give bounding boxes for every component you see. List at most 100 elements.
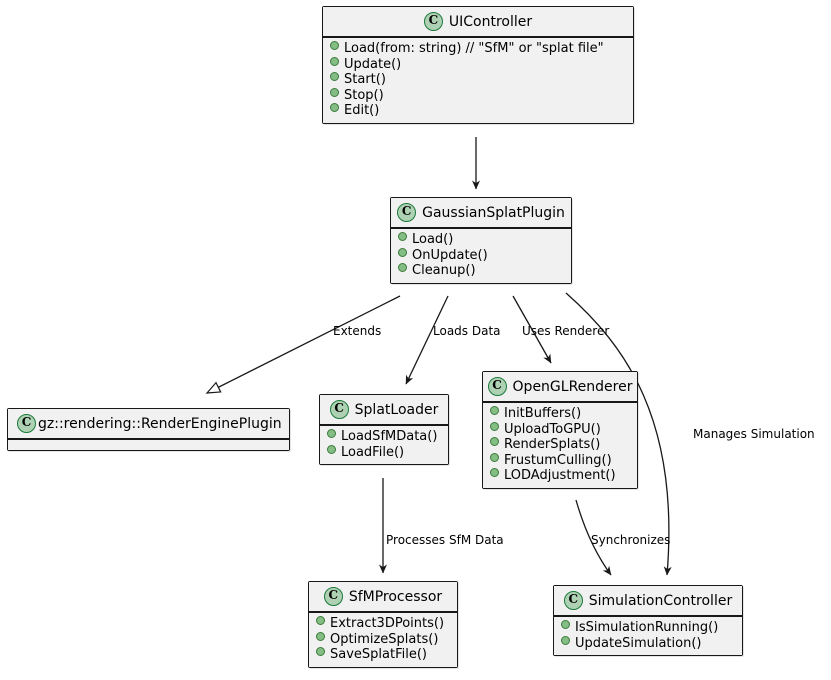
public-member-bullet-icon [398, 232, 407, 241]
class-icon: C [17, 414, 36, 433]
class-member: Cleanup() [398, 263, 565, 279]
class-title: GaussianSplatPlugin [422, 204, 565, 221]
class-member: InitBuffers() [490, 406, 631, 422]
public-member-bullet-icon [330, 87, 339, 97]
class-members-sfmprocessor: Extract3DPoints() OptimizeSplats() SaveS… [309, 612, 457, 667]
public-member-bullet-icon [316, 647, 325, 656]
edge-gaussiansplatplugin-to-splatloader [405, 295, 449, 385]
class-box-splatloader[interactable]: C SplatLoader LoadSfMData() LoadFile() [319, 394, 449, 465]
edge-gaussiansplatplugin-to-renderengineplugin [207, 295, 401, 393]
class-members-openglrenderer: InitBuffers() UploadToGPU() RenderSplats… [483, 402, 637, 488]
edge-label-manages-simulation: Manages Simulation [693, 427, 815, 441]
class-member: LoadFile() [327, 444, 442, 461]
public-member-bullet-icon [398, 247, 407, 257]
class-title: gz::rendering::RenderEnginePlugin [38, 415, 282, 432]
class-members-simulationcontroller: IsSimulationRunning() UpdateSimulation() [554, 616, 742, 655]
member-label: Load() [412, 232, 454, 247]
public-member-bullet-icon [398, 263, 407, 272]
member-label: RenderSplats() [504, 437, 601, 452]
class-box-simulationcontroller[interactable]: C SimulationController IsSimulationRunni… [553, 585, 743, 656]
class-box-sfmprocessor[interactable]: C SfMProcessor Extract3DPoints() Optimiz… [308, 581, 458, 668]
class-header-sfmprocessor: C SfMProcessor [309, 582, 457, 612]
member-label: LoadFile() [341, 444, 405, 460]
public-member-bullet-icon [490, 406, 499, 415]
class-member: Extract3DPoints() [316, 616, 451, 632]
class-member: UploadToGPU() [490, 421, 631, 438]
class-member: Load() [398, 232, 565, 248]
class-member: LODAdjustment() [490, 468, 631, 484]
class-members-splatloader: LoadSfMData() LoadFile() [320, 425, 448, 464]
member-label: InitBuffers() [504, 406, 582, 421]
class-box-openglrenderer[interactable]: C OpenGLRenderer InitBuffers() UploadToG… [482, 371, 638, 489]
edge-label-processes-sfm-data: Processes SfM Data [386, 533, 504, 547]
member-label: UploadToGPU() [504, 421, 601, 437]
public-member-bullet-icon [490, 452, 499, 462]
class-header-uicontroller: C UIController [323, 7, 633, 37]
class-member: Stop() [330, 87, 627, 104]
class-member: Load(from: string) // "SfM" or "splat fi… [330, 41, 627, 57]
member-label: OnUpdate() [412, 247, 488, 263]
public-member-bullet-icon [330, 41, 339, 50]
member-label: UpdateSimulation() [575, 635, 702, 651]
class-title: SfMProcessor [348, 588, 443, 605]
class-members-renderengineplugin [8, 439, 289, 450]
member-label: Cleanup() [412, 263, 476, 278]
class-header-simulationcontroller: C SimulationController [554, 586, 742, 616]
edge-label-extends: Extends [333, 324, 382, 338]
member-label: Stop() [344, 87, 384, 103]
public-member-bullet-icon [330, 56, 339, 66]
class-header-openglrenderer: C OpenGLRenderer [483, 372, 637, 402]
class-member: IsSimulationRunning() [561, 620, 736, 636]
public-member-bullet-icon [330, 72, 339, 81]
class-icon: C [423, 12, 443, 31]
class-members-uicontroller: Load(from: string) // "SfM" or "splat fi… [323, 37, 633, 123]
class-header-splatloader: C SplatLoader [320, 395, 448, 425]
member-label: Edit() [344, 103, 380, 118]
class-member: OnUpdate() [398, 247, 565, 264]
class-header-gaussiansplatplugin: C GaussianSplatPlugin [391, 198, 571, 228]
class-member: LoadSfMData() [327, 429, 442, 445]
edge-label-synchronizes: Synchronizes [591, 533, 671, 547]
class-member: RenderSplats() [490, 437, 631, 453]
public-member-bullet-icon [490, 468, 499, 477]
class-box-gaussiansplatplugin[interactable]: C GaussianSplatPlugin Load() OnUpdate() … [390, 197, 572, 284]
public-member-bullet-icon [316, 631, 325, 641]
public-member-bullet-icon [327, 429, 336, 438]
class-box-uicontroller[interactable]: C UIController Load(from: string) // "Sf… [322, 6, 634, 124]
public-member-bullet-icon [561, 620, 570, 629]
class-title: SplatLoader [354, 401, 439, 418]
public-member-bullet-icon [327, 444, 336, 454]
class-member: FrustumCulling() [490, 452, 631, 469]
class-members-gaussiansplatplugin: Load() OnUpdate() Cleanup() [391, 228, 571, 283]
public-member-bullet-icon [561, 635, 570, 645]
class-member: SaveSplatFile() [316, 647, 451, 663]
class-icon: C [563, 591, 583, 610]
class-member: UpdateSimulation() [561, 635, 736, 652]
member-label: LODAdjustment() [504, 468, 616, 483]
member-label: Start() [344, 72, 386, 87]
class-icon: C [323, 587, 343, 606]
member-label: LoadSfMData() [341, 429, 438, 444]
class-icon: C [397, 203, 417, 222]
public-member-bullet-icon [490, 421, 499, 431]
member-label: Load(from: string) // "SfM" or "splat fi… [344, 41, 604, 56]
class-title: OpenGLRenderer [512, 378, 633, 395]
class-member: Edit() [330, 103, 627, 119]
class-title: UIController [448, 13, 533, 30]
public-member-bullet-icon [330, 103, 339, 112]
public-member-bullet-icon [490, 437, 499, 446]
edge-label-uses-renderer: Uses Renderer [522, 324, 610, 338]
member-label: SaveSplatFile() [330, 647, 427, 662]
class-header-renderengineplugin: C gz::rendering::RenderEnginePlugin [8, 409, 289, 439]
class-box-renderengineplugin[interactable]: C gz::rendering::RenderEnginePlugin [7, 408, 290, 451]
member-label: Update() [344, 56, 402, 72]
edge-label-loads-data: Loads Data [433, 324, 501, 338]
member-label: Extract3DPoints() [330, 616, 445, 631]
class-member: Update() [330, 56, 627, 73]
class-icon: C [487, 377, 507, 396]
member-label: FrustumCulling() [504, 452, 612, 468]
class-icon: C [329, 400, 349, 419]
member-label: OptimizeSplats() [330, 631, 439, 647]
class-title: SimulationController [588, 592, 733, 609]
